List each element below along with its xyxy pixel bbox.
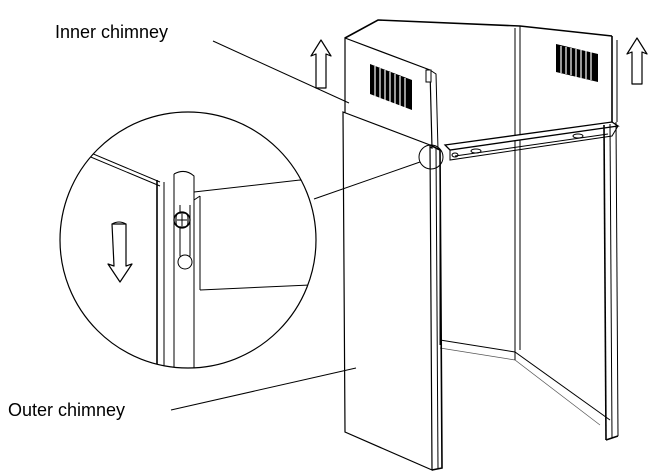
vent-grill-right (556, 44, 598, 82)
up-arrow-icon (310, 39, 332, 89)
detail-callout (59, 111, 444, 369)
inner-chimney-label: Inner chimney (55, 22, 168, 42)
keyhole-screw-icon (173, 205, 193, 270)
magnified-detail-view (60, 139, 316, 368)
outer-chimney-label: Outer chimney (8, 400, 125, 420)
vent-grill-left (370, 64, 412, 110)
inner-chimney-leader (212, 40, 350, 104)
outer-chimney-panel (342, 111, 443, 471)
chimney-back-walls (344, 19, 618, 426)
right-side-panel (443, 121, 620, 441)
down-arrow-icon (107, 221, 133, 283)
up-arrow-icon-right (626, 37, 648, 85)
outer-chimney-leader (170, 367, 357, 411)
